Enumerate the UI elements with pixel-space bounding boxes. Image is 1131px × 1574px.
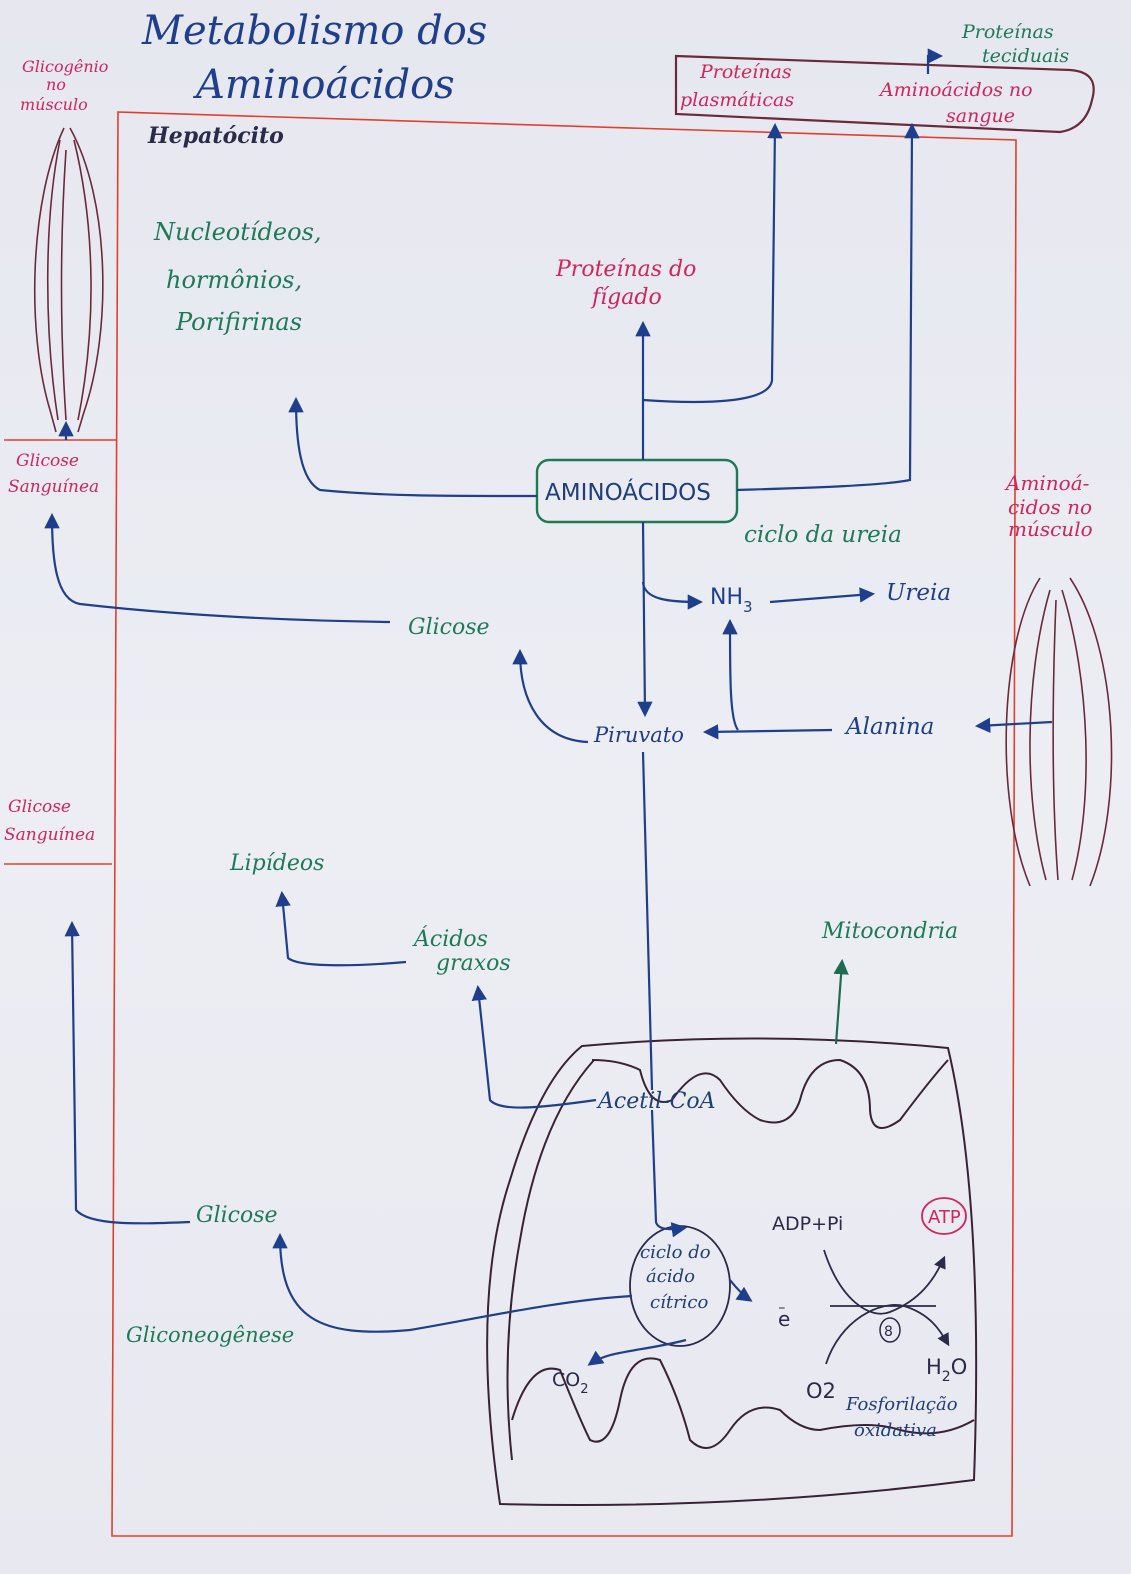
nucleotideos-label: Nucleotídeos, hormônios, Porifirinas [153,218,322,336]
svg-text:plasmáticas: plasmáticas [680,89,794,111]
lipideos-label: Lipídeos [229,851,324,876]
arrow-glicose-to-sanguinea [44,512,391,624]
svg-text:Porifirinas: Porifirinas [175,308,302,336]
arrow-acetil-to-acidos [471,984,597,1109]
svg-text:Proteínas: Proteínas [961,21,1054,43]
alanina-label: Alanina [844,714,934,740]
complex-circle [879,1317,901,1343]
svg-text:Glicose: Glicose [8,797,71,817]
aminoacidos-label: AMINOÁCIDOS [545,478,711,506]
aminoacidos-musculo-label: Aminoá- cidos no músculo [1004,471,1093,541]
acidos-graxos-label: Ácidos graxos [412,925,511,976]
nh3-label: NH3 [710,585,753,616]
svg-text:cítrico: cítrico [650,1292,709,1313]
arrow-cycle-to-co2 [587,1338,687,1366]
ciclo-citrico-label: ciclo do ácido cítrico [640,1242,711,1313]
ureia-label: Ureia [886,580,951,606]
svg-text:Fosforilação: Fosforilação [845,1394,958,1415]
aminoacidos-box [535,458,739,524]
co2-label: CO2 [552,1369,589,1397]
svg-text:Aminoá-: Aminoá- [1004,471,1090,495]
glicose-sanguinea-bottom-label: Glicose Sanguínea [4,797,95,845]
arrow-acetil-to-cycle [650,1109,688,1238]
h2o-label: H2O [926,1355,967,1385]
arrow-nh3-to-ureia [769,587,876,604]
gliconeogenese-label: Gliconeogênese [126,1323,294,1347]
arrow-piruvato-to-glicose [512,648,589,744]
oxidative-phosphorylation-sketch [823,1249,950,1365]
svg-text:Nucleotídeos,: Nucleotídeos, [153,218,322,246]
arrow-aa-to-nucleotideos [288,396,538,498]
mitocondria-label: Mitocondria [821,919,958,944]
acetil-coa-label: Acetil-CoA [596,1089,716,1114]
svg-text:fígado: fígado [590,285,662,310]
arrow-alanina-to-piruvato [702,724,833,740]
svg-text:Proteínas do: Proteínas do [555,257,696,282]
atp-label: ATP [928,1207,961,1228]
svg-text:sangue: sangue [946,105,1015,127]
glicogenio-musculo-label: Glicogênio no músculo [20,57,108,114]
arrow-to-proteinas-plasmaticas [642,122,783,404]
piruvato-label: Piruvato [593,723,684,747]
arrow-aa-to-sangue [736,122,920,492]
hepatocyte-border [4,111,1017,1537]
muscle-sketch-right [1005,577,1113,887]
svg-text:teciduais: teciduais [982,45,1069,67]
atp-circle [921,1197,967,1235]
hepatocyte-label: Hepatócito [147,123,284,149]
glicose-top-label: Glicose [408,615,490,640]
complex-number: 8 [884,1324,893,1340]
svg-text:Ácidos: Ácidos [412,925,488,952]
muscle-sketch-top [33,127,104,433]
arrow-aa-to-piruvato [637,521,653,718]
svg-text:ácido: ácido [646,1266,695,1287]
svg-text:oxidativa: oxidativa [854,1420,937,1441]
svg-text:Aminoácidos no: Aminoácidos no [878,79,1033,101]
aminoacidos-sangue-label: Aminoácidos no sangue [878,79,1033,127]
arrow-muscle-to-alanina [974,717,1053,734]
svg-text:músculo: músculo [20,95,88,114]
title-line1: Metabolismo dos [141,8,487,54]
arrow-glicose-to-sanguinea-bottom [64,920,191,1225]
glicose-bottom-label: Glicose [196,1203,278,1228]
o2-label: O2 [806,1379,836,1403]
svg-text:Glicogênio: Glicogênio [22,57,108,76]
svg-text:graxos: graxos [436,951,511,976]
adp-pi-label: ADP+Pi [772,1213,843,1235]
proteinas-figado-label: Proteínas do fígado [555,257,696,310]
mitochondrion [486,1037,978,1506]
pathway-arrows [44,48,1053,1366]
svg-text:Sanguínea: Sanguínea [4,825,95,845]
svg-text:Glicose: Glicose [16,451,79,471]
arrow-cycle-to-gliconeogenese [272,1232,633,1333]
fosforilacao-label: Fosforilação oxidativa [845,1394,958,1441]
arrow-alanina-to-nh3 [722,618,739,731]
svg-text:hormônios,: hormônios, [166,266,302,294]
electron-label: e– [778,1300,790,1331]
svg-text:Proteínas: Proteínas [699,61,792,83]
ciclo-ureia-label: ciclo da ureia [744,522,902,548]
svg-text:músculo: músculo [1008,517,1093,541]
proteinas-teciduais-label: Proteínas teciduais [961,21,1069,67]
svg-text:ciclo do: ciclo do [640,1242,711,1263]
svg-text:Sanguínea: Sanguínea [8,477,99,497]
proteinas-plasmaticas-label: Proteínas plasmáticas [680,61,794,111]
arrow-cycle-to-electron [729,1279,753,1302]
svg-text:cidos no: cidos no [1008,495,1092,519]
title-line2: Aminoácidos [192,62,455,108]
arrow-acidos-to-lipideos [275,890,407,967]
blood-box [674,54,1095,134]
glicose-sanguinea-top-label: Glicose Sanguínea [8,451,99,497]
svg-text:no: no [46,75,66,94]
arrow-to-mitocondria [833,958,849,1045]
arrow-aa-to-nh3 [641,581,704,610]
arrow-piruvato-to-acetil [641,751,654,1091]
arrow-teciduais [926,48,944,74]
